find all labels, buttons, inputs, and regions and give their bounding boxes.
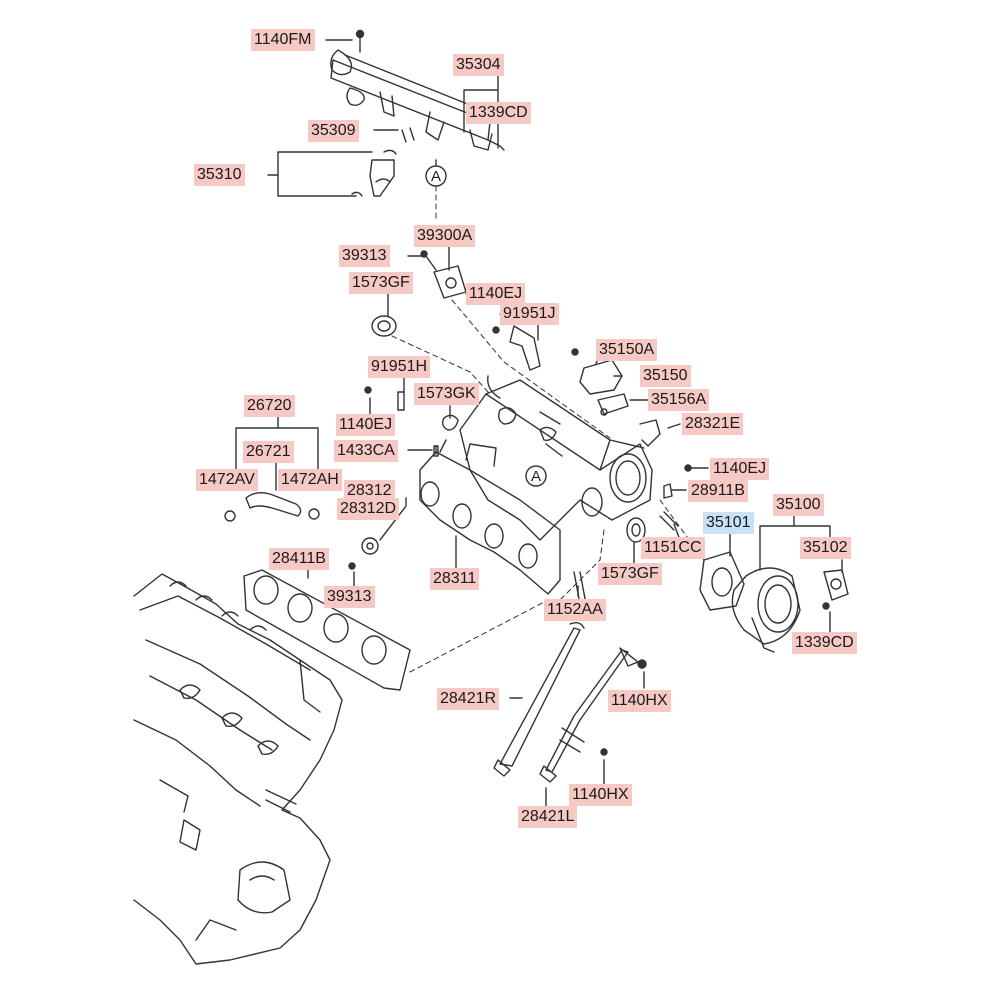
part-label-1140ej-b[interactable]: 1140EJ (336, 414, 396, 436)
part-label-1339cd-top[interactable]: 1339CD (466, 102, 531, 124)
part-label-35309[interactable]: 35309 (308, 120, 359, 142)
reference-marker-top: A (425, 165, 447, 187)
part-label-35304[interactable]: 35304 (453, 54, 504, 76)
part-label-1140ej-a[interactable]: 1140EJ (466, 283, 526, 305)
part-label-1573gf-mid[interactable]: 1573GF (598, 563, 662, 585)
part-label-1472ah[interactable]: 1472AH (278, 469, 342, 491)
part-label-28411b[interactable]: 28411B (269, 548, 329, 570)
part-label-26720[interactable]: 26720 (244, 395, 295, 417)
map-sensor-assembly (571, 348, 661, 447)
part-label-26721[interactable]: 26721 (243, 441, 294, 463)
part-label-35102[interactable]: 35102 (800, 537, 851, 559)
manifold-stays (493, 571, 647, 783)
part-label-91951h[interactable]: 91951H (368, 356, 431, 378)
manifold-hardware (348, 386, 692, 570)
svg-text:A: A (531, 468, 541, 485)
part-label-28312d[interactable]: 28312D (337, 498, 400, 520)
part-label-1472av[interactable]: 1472AV (196, 469, 258, 491)
reference-marker-mid: A (525, 465, 547, 487)
fuel-rail-assembly (330, 29, 505, 197)
part-label-1573gk[interactable]: 1573GK (414, 383, 479, 405)
part-label-28312[interactable]: 28312 (344, 480, 395, 502)
part-label-35150a[interactable]: 35150A (596, 339, 658, 361)
sensor-bracket-top (371, 250, 541, 371)
manifold-gasket (243, 569, 411, 691)
part-label-1573gf-top[interactable]: 1573GF (349, 272, 413, 294)
part-label-28421r[interactable]: 28421R (437, 688, 500, 710)
part-label-39313-top[interactable]: 39313 (339, 245, 390, 267)
part-label-35100[interactable]: 35100 (773, 494, 824, 516)
part-label-28311[interactable]: 28311 (430, 568, 480, 590)
part-label-39300a[interactable]: 39300A (414, 225, 476, 247)
part-label-1140hx-b[interactable]: 1140HX (569, 784, 632, 806)
part-label-1140fm[interactable]: 1140FM (251, 29, 315, 51)
alignment-lines (391, 185, 705, 673)
svg-text:A: A (431, 168, 441, 185)
part-label-91951j[interactable]: 91951J (500, 303, 559, 325)
part-label-1433ca[interactable]: 1433CA (334, 440, 398, 462)
part-label-35310[interactable]: 35310 (194, 164, 245, 186)
part-label-35150[interactable]: 35150 (640, 365, 691, 387)
part-label-1140ej-c[interactable]: 1140EJ (710, 458, 770, 480)
part-label-35101[interactable]: 35101 (703, 512, 754, 534)
part-label-1140hx-a[interactable]: 1140HX (608, 690, 671, 712)
hose-assembly (224, 491, 320, 522)
part-label-1339cd-mid[interactable]: 1339CD (792, 632, 857, 654)
intake-manifold (419, 375, 653, 595)
part-label-39313-mid[interactable]: 39313 (324, 586, 375, 608)
part-label-1151cc[interactable]: 1151CC (641, 537, 705, 559)
part-label-35156a[interactable]: 35156A (648, 389, 710, 411)
part-label-28911b[interactable]: 28911B (688, 480, 748, 502)
engine-cylinder-head (133, 573, 343, 965)
part-label-28321e[interactable]: 28321E (682, 413, 744, 435)
part-label-1152aa[interactable]: 1152AA (544, 599, 606, 621)
part-label-28421l[interactable]: 28421L (518, 806, 578, 828)
